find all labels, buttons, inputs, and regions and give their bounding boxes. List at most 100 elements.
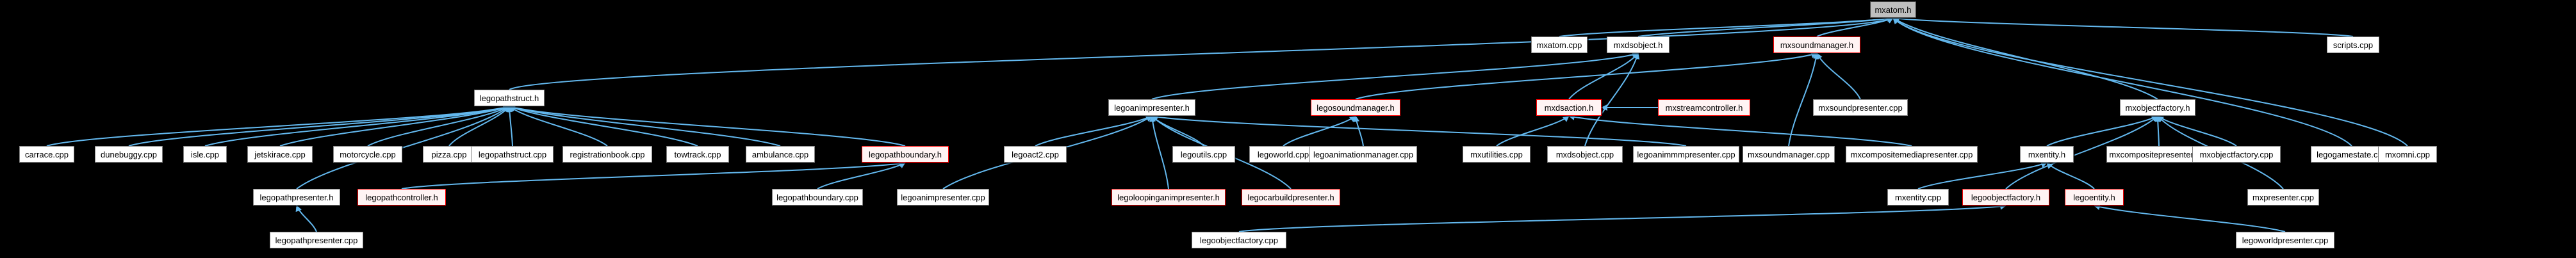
graph-edge [509, 105, 698, 147]
graph-node-mxdsobject_cpp[interactable]: mxdsobject.cpp [1547, 146, 1623, 163]
graph-node-legopathstruct_cpp[interactable]: legopathstruct.cpp [472, 146, 554, 163]
graph-edge [1035, 115, 1153, 147]
graph-node-legoanimmmpresenter_cpp[interactable]: legoanimmmpresenter.cpp [1633, 146, 1739, 163]
graph-node-mxdsobject_h[interactable]: mxdsobject.h [1607, 36, 1669, 53]
graph-node-legoanimationmanager_cpp[interactable]: legoanimationmanager.cpp [1309, 146, 1417, 163]
graph-edge [1637, 15, 1894, 37]
graph-node-pizza_cpp[interactable]: pizza.cpp [423, 146, 475, 163]
graph-node-dunebuggy_cpp[interactable]: dunebuggy.cpp [95, 146, 163, 163]
graph-node-label: legopathboundary.cpp [776, 192, 858, 202]
graph-edge [1151, 52, 1639, 100]
graph-edge [509, 104, 781, 147]
graph-node-mxentity_h[interactable]: mxentity.h [2020, 146, 2074, 163]
graph-edge [1892, 15, 2354, 37]
graph-node-label: mxdsobject.h [1613, 40, 1663, 50]
graph-node-label: mxobjectfactory.cpp [2199, 149, 2274, 159]
graph-node-legoobjectfactory_h[interactable]: legoobjectfactory.h [1962, 189, 2049, 206]
graph-node-mxdsaction_h[interactable]: mxdsaction.h [1536, 99, 1602, 116]
graph-node-legopathcontroller_h[interactable]: legopathcontroller.h [357, 189, 446, 206]
graph-node-legoworld_cpp[interactable]: legoworld.cpp [1249, 146, 1317, 163]
graph-node-label: legoworld.cpp [1257, 149, 1309, 159]
graph-node-legoanimpresenter_h[interactable]: legoanimpresenter.h [1108, 99, 1195, 116]
graph-node-legocarbuildpresenter_h[interactable]: legocarbuildpresenter.h [1242, 189, 1340, 206]
graph-edge [509, 104, 906, 147]
graph-node-label: legoanimationmanager.cpp [1313, 149, 1414, 159]
graph-node-mxcompositemediapresenter_cpp[interactable]: mxcompositemediapresenter.cpp [1846, 146, 1978, 163]
graph-node-mxutilities_cpp[interactable]: mxutilities.cpp [1463, 146, 1530, 163]
graph-node-label: mxpresenter.cpp [2252, 192, 2315, 202]
graph-node-label: pizza.cpp [431, 149, 467, 159]
graph-node-label: mxstreamcontroller.h [1665, 102, 1743, 113]
graph-node-mxatom_cpp[interactable]: mxatom.cpp [1531, 36, 1587, 53]
graph-node-legoact2_cpp[interactable]: legoact2.cpp [1004, 146, 1067, 163]
graph-node-label: legopathpresenter.h [259, 192, 334, 202]
graph-node-label: mxatom.cpp [1536, 40, 1582, 50]
graph-node-mxstreamcontroller_h[interactable]: mxstreamcontroller.h [1658, 99, 1750, 116]
graph-node-scripts_cpp[interactable]: scripts.cpp [2327, 36, 2379, 53]
graph-node-isle_cpp[interactable]: isle.cpp [183, 146, 227, 163]
graph-edge [367, 106, 510, 147]
graph-node-mxobjectfactory_h[interactable]: mxobjectfactory.h [2120, 99, 2195, 116]
graph-node-legoentity_h[interactable]: legoentity.h [2065, 189, 2124, 206]
graph-node-mxatom_h[interactable]: mxatom.h [1870, 1, 1916, 18]
graph-node-legopathboundary_cpp[interactable]: legopathboundary.cpp [772, 189, 863, 206]
graph-node-legoworldpresenter_cpp[interactable]: legoworldpresenter.cpp [2236, 232, 2334, 248]
graph-edge [1496, 115, 1570, 147]
graph-node-label: legogamestate.cpp [2317, 149, 2387, 159]
graph-node-label: ambulance.cpp [751, 149, 809, 159]
graph-edge [1816, 52, 1861, 100]
graph-node-label: legoact2.cpp [1012, 149, 1059, 159]
graph-node-label: legopathstruct.cpp [478, 149, 547, 159]
graph-node-ambulance_cpp[interactable]: ambulance.cpp [746, 146, 815, 163]
graph-node-mxentity_cpp[interactable]: mxentity.cpp [1887, 189, 1949, 206]
graph-node-label: legopathcontroller.h [365, 192, 438, 202]
graph-edge [2094, 204, 2286, 232]
graph-node-legoobjectfactory_cpp[interactable]: legoobjectfactory.cpp [1192, 232, 1286, 248]
graph-edge [2005, 115, 2158, 189]
graph-edge [1151, 114, 1687, 147]
graph-node-legopathboundary_h[interactable]: legopathboundary.h [862, 146, 949, 163]
graph-node-towtrack_cpp[interactable]: towtrack.cpp [666, 146, 729, 163]
graph-node-mxsoundmanager_cpp[interactable]: mxsoundmanager.cpp [1743, 146, 1835, 163]
graph-edge [2046, 115, 2158, 147]
graph-node-label: dunebuggy.cpp [101, 149, 157, 159]
graph-node-mxpresenter_cpp[interactable]: mxpresenter.cpp [2247, 189, 2319, 206]
graph-node-carrace_cpp[interactable]: carrace.cpp [19, 146, 74, 163]
graph-edge [1568, 52, 1639, 100]
graph-node-legopathpresenter_h[interactable]: legopathpresenter.h [253, 189, 340, 206]
graph-node-label: mxutilities.cpp [1470, 149, 1523, 159]
graph-node-legopathpresenter_cpp[interactable]: legopathpresenter.cpp [270, 232, 363, 248]
graph-node-label: carrace.cpp [25, 149, 69, 159]
graph-node-label: legopathboundary.h [869, 149, 942, 159]
graph-node-label: legoobjectfactory.cpp [1200, 235, 1278, 245]
graph-edge [509, 106, 608, 147]
graph-node-label: mxsoundpresenter.cpp [1818, 102, 1903, 113]
graph-node-label: jetskirace.cpp [254, 149, 306, 159]
graph-edge [1892, 17, 2408, 147]
graph-node-label: legocarbuildpresenter.h [1247, 192, 1334, 202]
graph-node-label: legoentity.h [2073, 192, 2115, 202]
graph-node-label: mxomni.cpp [2384, 149, 2431, 159]
graph-node-mxsoundpresenter_cpp[interactable]: mxsoundpresenter.cpp [1813, 99, 1908, 116]
graph-node-label: mxsoundmanager.cpp [1748, 149, 1830, 159]
graph-node-mxomni_cpp[interactable]: mxomni.cpp [2378, 146, 2437, 163]
graph-edge [1917, 161, 2047, 189]
graph-node-jetskirace_cpp[interactable]: jetskirace.cpp [247, 146, 313, 163]
graph-node-mxobjectfactory_cpp[interactable]: mxobjectfactory.cpp [2192, 146, 2281, 163]
graph-node-legosoundmanager_h[interactable]: legosoundmanager.h [1311, 99, 1400, 116]
graph-node-label: legoobjectfactory.h [1971, 192, 2041, 202]
graph-node-label: scripts.cpp [2333, 40, 2374, 50]
graph-node-registrationbook_cpp[interactable]: registrationbook.cpp [562, 146, 652, 163]
graph-node-label: legoloopinganimpresenter.h [1117, 192, 1220, 202]
graph-node-label: legoanimpresenter.h [1114, 102, 1190, 113]
graph-node-label: towtrack.cpp [674, 149, 721, 159]
graph-node-label: mxentity.cpp [1894, 192, 1941, 202]
graph-node-motorcycle_cpp[interactable]: motorcycle.cpp [333, 146, 402, 163]
graph-node-legopathstruct_h[interactable]: legopathstruct.h [474, 90, 545, 106]
graph-node-legoloopinganimpresenter_h[interactable]: legoloopinganimpresenter.h [1112, 189, 1226, 206]
graph-node-legoanimpresenter_cpp[interactable]: legoanimpresenter.cpp [897, 189, 989, 206]
graph-node-label: legopathpresenter.cpp [275, 235, 358, 245]
graph-node-legoutils_cpp[interactable]: legoutils.cpp [1172, 146, 1235, 163]
graph-node-mxsoundmanager_h[interactable]: mxsoundmanager.h [1773, 36, 1860, 53]
